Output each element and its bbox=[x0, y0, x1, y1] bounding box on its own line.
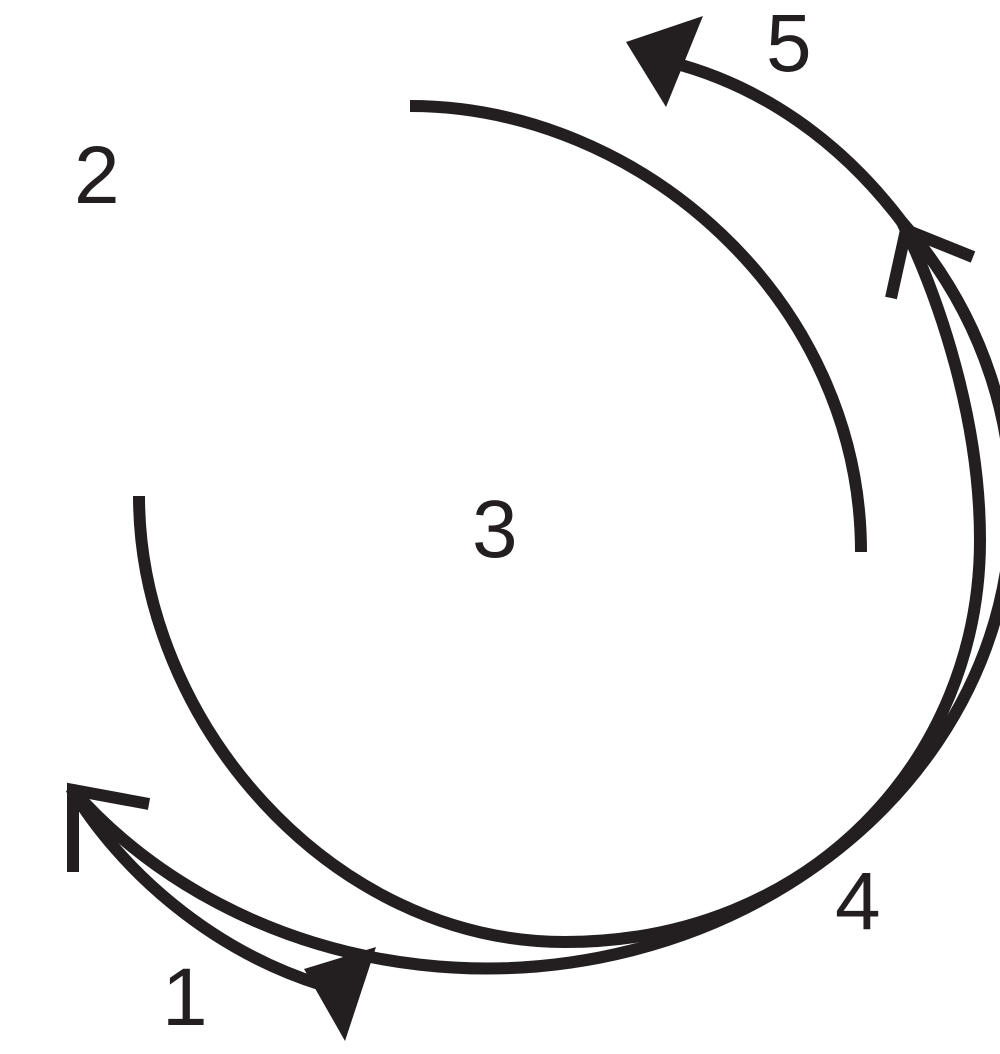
right-chevron-icon bbox=[885, 221, 976, 300]
bottom-arrowhead-icon bbox=[304, 947, 376, 1041]
label-2: 2 bbox=[74, 130, 120, 221]
label-3: 3 bbox=[472, 484, 518, 575]
label-4: 4 bbox=[835, 856, 881, 947]
label-5: 5 bbox=[766, 0, 812, 89]
upper-branch-path bbox=[668, 56, 907, 226]
inner-spiral-path bbox=[133, 219, 987, 949]
label-1: 1 bbox=[162, 952, 208, 1043]
left-chevron-icon bbox=[67, 782, 151, 872]
lower-branch-path bbox=[65, 784, 324, 991]
top-arrowhead-icon bbox=[626, 16, 703, 107]
inner-upper-arc bbox=[409, 100, 867, 553]
